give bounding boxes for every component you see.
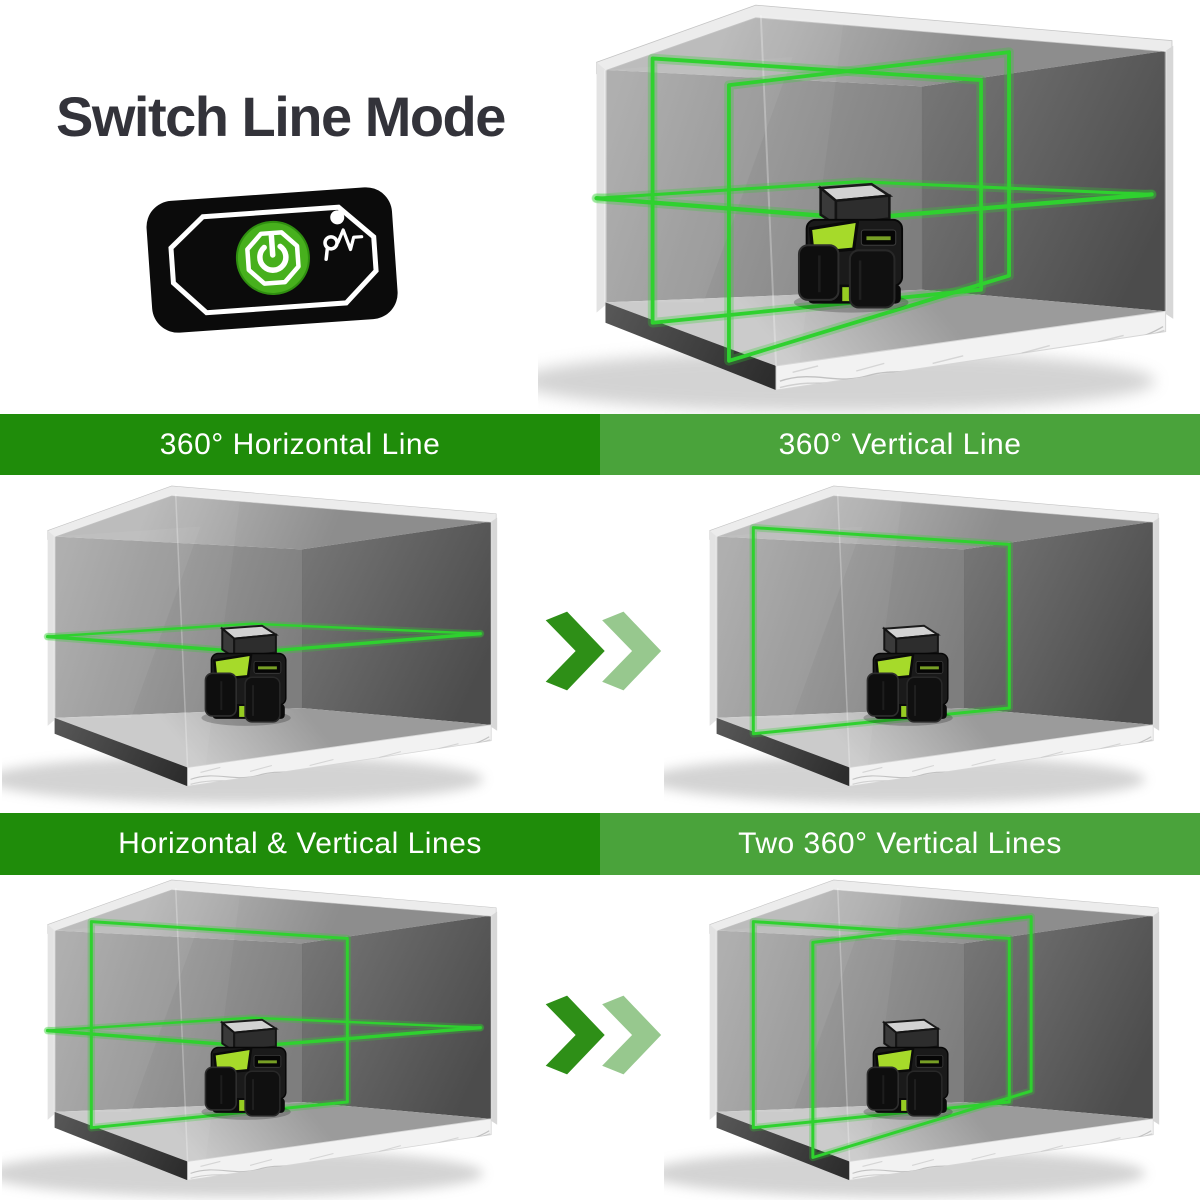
device-side-drum xyxy=(848,249,896,309)
left-edge-bevel xyxy=(47,924,55,1120)
room-ceiling xyxy=(716,887,1154,944)
room-floor xyxy=(54,707,492,768)
room-illustration xyxy=(2,879,498,1198)
next-mode-chevrons xyxy=(544,602,662,700)
remote-control-graphic xyxy=(141,175,403,342)
right-edge-bevel xyxy=(1165,45,1174,319)
right-edge-bevel xyxy=(1153,911,1160,1125)
laser-level-device xyxy=(863,624,953,726)
glass-sheen xyxy=(54,526,201,718)
right-edge-bevel xyxy=(1153,517,1160,731)
indicator-dot xyxy=(330,210,345,225)
room-floor xyxy=(54,1101,492,1162)
laser-lines xyxy=(749,912,1035,1162)
device-side-drum xyxy=(906,1070,943,1117)
room-horizontal-and-vertical xyxy=(2,876,518,1200)
floor-slab-dark-side xyxy=(716,1111,850,1181)
left-edge-bevel xyxy=(709,924,717,1120)
room-ceiling xyxy=(716,493,1154,550)
room-shadow xyxy=(538,350,1156,412)
room-illustration xyxy=(2,485,498,804)
room-back-wall xyxy=(301,521,492,725)
floor-slab-front xyxy=(187,724,492,787)
banner-360-horizontal-line: 360° Horizontal Line xyxy=(0,414,600,475)
floor-slab-dark-side xyxy=(716,717,850,787)
mode-banner-row-1: 360° Horizontal Line 360° Vertical Line xyxy=(0,414,1200,475)
room-illustration xyxy=(538,4,1174,412)
room-360-horizontal-line xyxy=(2,482,518,819)
laser-level-device xyxy=(863,1018,953,1120)
page-title: Switch Line Mode xyxy=(56,85,506,148)
chevron-right-icon xyxy=(545,611,662,691)
floor-slab-front xyxy=(849,724,1154,787)
floor-slab-front xyxy=(849,1118,1154,1181)
laser-lines xyxy=(749,523,1014,738)
power-icon xyxy=(235,220,310,295)
banner-label: Two 360° Vertical Lines xyxy=(738,827,1062,860)
glass-sheen xyxy=(175,493,241,768)
left-edge-bevel xyxy=(709,530,717,726)
glass-sheen xyxy=(837,493,903,768)
glass-sheen xyxy=(175,887,241,1162)
remote-border-line xyxy=(168,204,379,316)
floor-slab-front xyxy=(187,1118,492,1181)
room-ceiling xyxy=(54,887,492,944)
glass-sheen xyxy=(837,887,903,1162)
mode-banner-row-2: Horizontal & Vertical Lines Two 360° Ver… xyxy=(0,813,1200,875)
laser-level-device xyxy=(201,1018,291,1120)
room-shadow xyxy=(664,755,1146,804)
room-illustration xyxy=(664,879,1160,1198)
room-ceiling xyxy=(605,15,1166,87)
right-edge-bevel xyxy=(491,911,498,1125)
room-two-360-vertical xyxy=(664,876,1180,1200)
room-ceiling xyxy=(54,493,492,550)
glass-sheen xyxy=(760,15,844,366)
room-shadow xyxy=(664,1149,1146,1198)
room-box xyxy=(709,485,1160,787)
floor-slab-front xyxy=(775,310,1167,391)
laser-level-device xyxy=(793,182,909,313)
left-edge-bevel xyxy=(596,62,606,313)
right-edge-bevel xyxy=(491,517,498,731)
pulse-mode-icon xyxy=(323,228,364,261)
room-floor xyxy=(605,289,1166,366)
room-illustration xyxy=(664,485,1160,804)
room-back-wall xyxy=(301,915,492,1119)
room-floor xyxy=(716,707,1154,768)
room-shadow xyxy=(2,755,484,804)
chevron-right-icon xyxy=(545,995,662,1075)
banner-label: Horizontal & Vertical Lines xyxy=(118,827,482,860)
laser-lines xyxy=(591,47,1157,366)
banner-label: 360° Vertical Line xyxy=(778,427,1022,461)
left-edge-bevel xyxy=(47,530,55,726)
room-back-wall xyxy=(922,50,1166,312)
device-side-drum xyxy=(244,1070,281,1117)
next-mode-chevrons xyxy=(544,986,662,1084)
room-back-wall xyxy=(963,915,1154,1119)
floor-slab-dark-side xyxy=(54,1111,188,1181)
room-shadow xyxy=(2,1149,484,1198)
room-back-wall xyxy=(963,521,1154,725)
room-all-lines xyxy=(538,0,1200,432)
room-360-vertical-line xyxy=(664,482,1180,819)
banner-label: 360° Horizontal Line xyxy=(159,427,441,461)
remote-graphic xyxy=(146,187,398,333)
room-floor xyxy=(716,1101,1154,1162)
floor-slab-dark-side xyxy=(605,302,777,391)
device-side-drum xyxy=(244,676,281,723)
banner-two-360-vertical: Two 360° Vertical Lines xyxy=(600,813,1200,875)
floor-slab-dark-side xyxy=(54,717,188,787)
laser-level-device xyxy=(201,624,291,726)
banner-horizontal-and-vertical: Horizontal & Vertical Lines xyxy=(0,813,600,875)
banner-360-vertical-line: 360° Vertical Line xyxy=(600,414,1200,475)
device-side-drum xyxy=(906,676,943,723)
